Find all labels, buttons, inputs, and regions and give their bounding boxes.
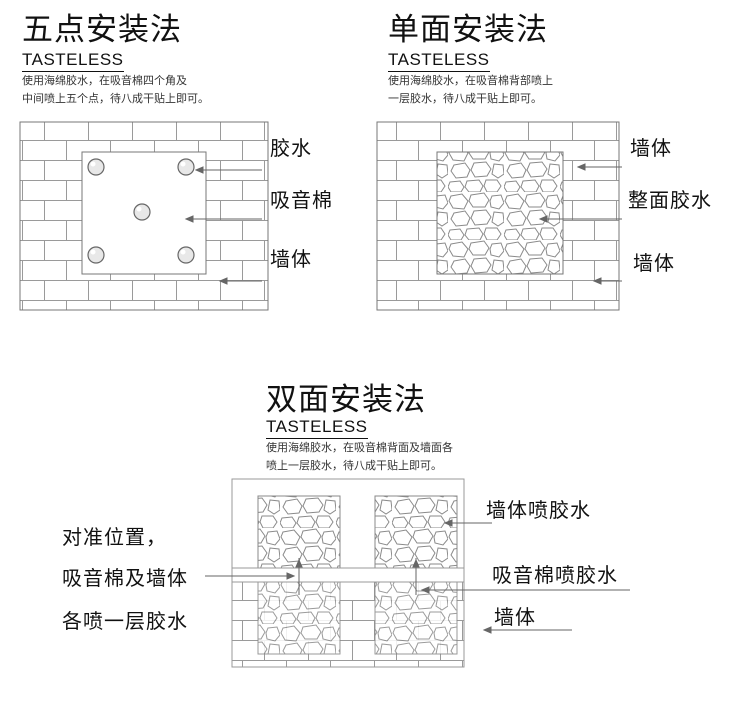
panel2-label-wall-top: 墙体 — [630, 136, 672, 160]
panel3-label-wall: 墙体 — [494, 605, 536, 629]
panel1-label-foam: 吸音棉 — [270, 188, 333, 212]
panel2-label-wall-bottom: 墙体 — [633, 251, 675, 275]
panel3-desc-line1: 使用海绵胶水，在吸音棉背面及墙面各 — [266, 441, 453, 454]
panel1-label-glue: 胶水 — [270, 136, 312, 160]
panel2-title: 单面安装法 — [388, 12, 548, 48]
panel1-desc-line2: 中间喷上五个点，待八成干贴上即可。 — [22, 92, 209, 105]
panel1-desc-line1: 使用海绵胶水，在吸音棉四个角及 — [22, 74, 187, 87]
panel1-subtitle: TASTELESS — [22, 50, 124, 72]
panel1-label-wall: 墙体 — [270, 247, 312, 271]
panel3-note-line1: 对准位置， — [62, 525, 167, 549]
panel3-label-foam-glue: 吸音棉喷胶水 — [492, 563, 618, 587]
panel3-desc-line2: 喷上一层胶水，待八成干贴上即可。 — [266, 459, 442, 472]
panel2-subtitle: TASTELESS — [388, 50, 490, 72]
panel2-desc-line1: 使用海绵胶水，在吸音棉背部喷上 — [388, 74, 553, 87]
panel3-subtitle: TASTELESS — [266, 417, 368, 439]
panel3-note-line2: 吸音棉及墙体 — [62, 566, 188, 590]
panel3-note-line3: 各喷一层胶水 — [62, 609, 188, 633]
panel2-desc-line2: 一层胶水，待八成干贴上即可。 — [388, 92, 542, 105]
panel3-label-wall-glue: 墙体喷胶水 — [486, 498, 591, 522]
panel2-foam — [436, 151, 564, 275]
panel2-label-full-glue: 整面胶水 — [628, 188, 712, 212]
panel3-title: 双面安装法 — [266, 382, 426, 418]
panel1-title: 五点安装法 — [22, 12, 182, 48]
